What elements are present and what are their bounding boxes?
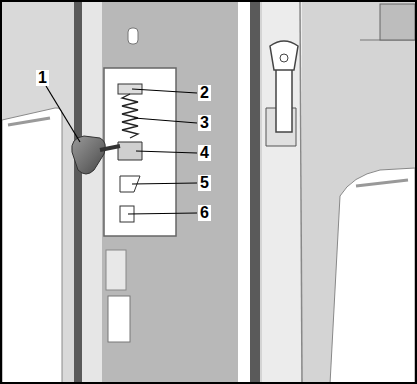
check-rod: [100, 146, 120, 150]
door-check-knob: [72, 136, 106, 174]
callout-number: 4: [198, 145, 211, 161]
seam: [300, 2, 302, 384]
latch: [108, 296, 130, 342]
pillar-trim: [330, 168, 415, 384]
b-pillar: [102, 2, 238, 382]
callout-number: 5: [198, 175, 211, 191]
leader-lines: [46, 86, 197, 214]
trim-edge: [356, 180, 408, 186]
pillar-hole: [128, 28, 138, 44]
view-gap: [238, 2, 250, 382]
striker-head: [270, 41, 298, 70]
callout-number: 1: [36, 70, 49, 86]
latch-slot: [106, 250, 126, 290]
door-seal: [82, 2, 102, 382]
callout-number: 6: [198, 205, 211, 221]
upper-part: [380, 4, 415, 40]
trim-edge: [8, 118, 50, 125]
striker-hole: [280, 54, 288, 62]
door-edge: [74, 2, 82, 382]
pillar-edge: [250, 2, 260, 382]
spring: [122, 94, 138, 138]
seal-strip: [262, 2, 302, 382]
callout-number: 3: [198, 115, 211, 131]
callout-number: 2: [198, 85, 211, 101]
door-trim: [2, 108, 62, 384]
